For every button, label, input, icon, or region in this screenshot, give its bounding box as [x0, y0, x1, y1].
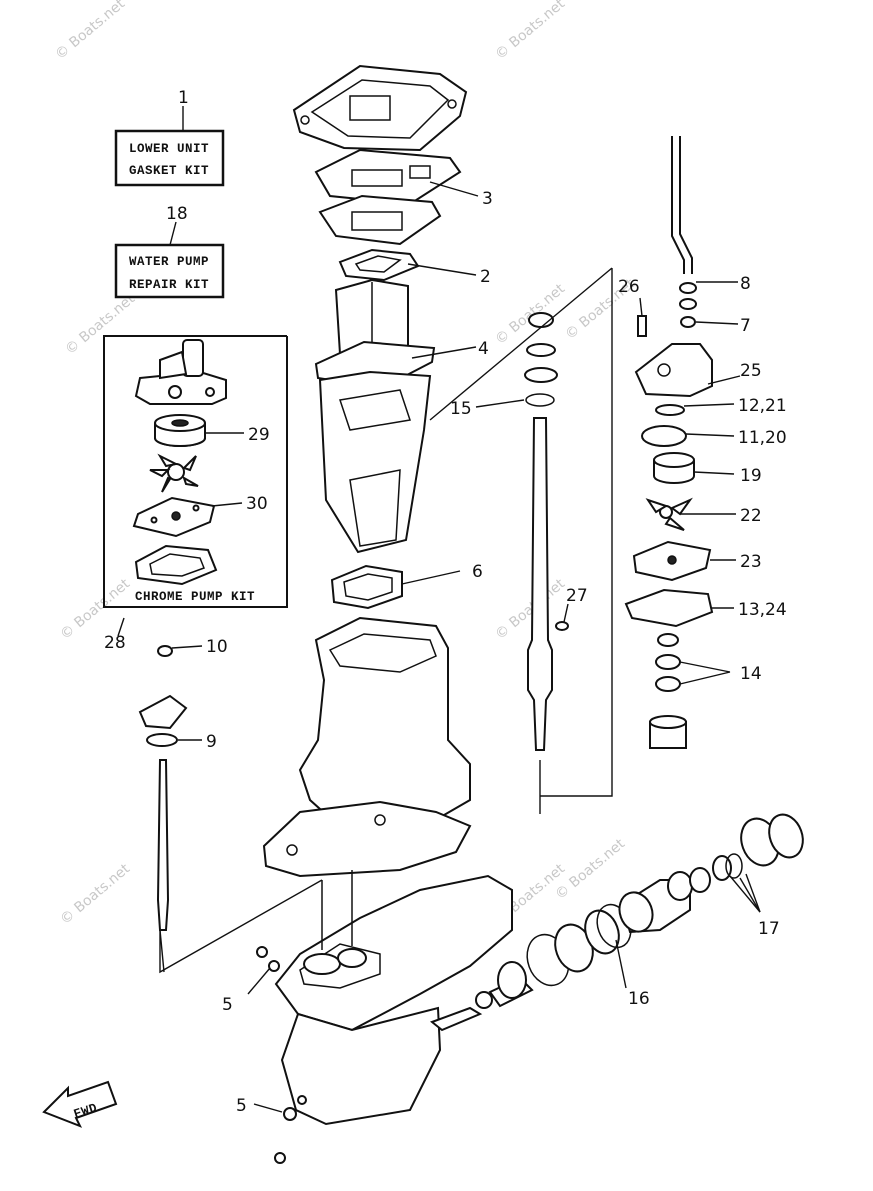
watermark: © Boats.net	[492, 0, 568, 63]
outer-plate-23	[632, 540, 712, 582]
callout-10: 10	[206, 637, 228, 657]
propeller-housing	[618, 813, 804, 934]
kit-label-line: WATER PUMP	[129, 255, 209, 269]
callout-12-21: 12,21	[738, 396, 787, 416]
callout-19: 19	[740, 466, 762, 486]
callout-11-20: 11,20	[738, 428, 787, 448]
callout-16: 16	[628, 989, 650, 1009]
pump-housing-kit	[134, 339, 227, 405]
callout-numbers: 1 18 3 2 4 26 8 7 25 15 12,21 11,20 19 2…	[104, 88, 787, 1116]
exhaust-plate	[318, 194, 442, 246]
callout-22: 22	[740, 506, 762, 526]
lower-casing	[274, 870, 513, 1126]
callout-26: 26	[618, 277, 640, 297]
shift-rod	[138, 645, 188, 931]
gasket-kit	[134, 544, 218, 586]
lower-unit-gasket-kit-label: LOWER UNIT GASKET KIT	[114, 129, 225, 187]
upper-cover	[292, 64, 468, 152]
bracket-lines	[159, 267, 613, 974]
exhaust-gasket-3	[314, 148, 462, 206]
callout-9: 9	[206, 732, 217, 752]
kit-label-line: LOWER UNIT	[129, 142, 209, 156]
watermark: © Boats.net	[492, 576, 568, 643]
callout-4: 4	[478, 339, 489, 359]
leader-lines	[117, 106, 761, 1113]
forward-direction-arrow: FWD	[42, 1080, 118, 1128]
watermark: © Boats.net	[62, 291, 138, 358]
callout-7: 7	[740, 316, 751, 336]
callout-23: 23	[740, 552, 762, 572]
callout-14: 14	[740, 664, 762, 684]
screws	[256, 946, 286, 1164]
watermark: © Boats.net	[52, 0, 128, 63]
callout-3: 3	[482, 189, 493, 209]
callout-5-upper: 5	[222, 995, 233, 1015]
seals-14	[649, 633, 687, 749]
water-pump-repair-kit-label: WATER PUMP REPAIR KIT	[114, 243, 225, 299]
callout-25: 25	[740, 361, 762, 381]
callout-5-lower: 5	[236, 1096, 247, 1116]
pump-housing	[634, 315, 713, 531]
exhaust-manifold	[318, 370, 432, 554]
callout-29: 29	[248, 425, 270, 445]
callout-28: 28	[104, 633, 126, 653]
callout-8: 8	[740, 274, 751, 294]
callout-2: 2	[480, 267, 491, 287]
drive-shaft	[524, 312, 569, 751]
outer-plate-kit	[132, 496, 216, 538]
water-tube	[671, 136, 697, 328]
gasket-2	[338, 248, 420, 282]
seal-6	[330, 564, 403, 610]
callout-30: 30	[246, 494, 268, 514]
impeller-kit	[149, 453, 199, 493]
callout-13-24: 13,24	[738, 600, 787, 620]
chrome-pump-kit-frame: CHROME PUMP KIT	[103, 335, 288, 608]
kit-label-line: REPAIR KIT	[129, 278, 209, 292]
callout-27: 27	[566, 586, 588, 606]
chrome-pump-kit-label: CHROME PUMP KIT	[135, 590, 255, 604]
upper-casing	[262, 616, 472, 878]
callout-6: 6	[472, 562, 483, 582]
watermark: © Boats.net	[57, 861, 133, 928]
callout-1: 1	[178, 88, 189, 108]
callout-15: 15	[450, 399, 472, 419]
gasket-13-24	[624, 588, 714, 628]
callout-18: 18	[166, 204, 188, 224]
gear-assembly	[497, 903, 632, 999]
kit-label-line: GASKET KIT	[129, 164, 209, 178]
pump-liner	[154, 414, 206, 447]
callout-17: 17	[758, 919, 780, 939]
